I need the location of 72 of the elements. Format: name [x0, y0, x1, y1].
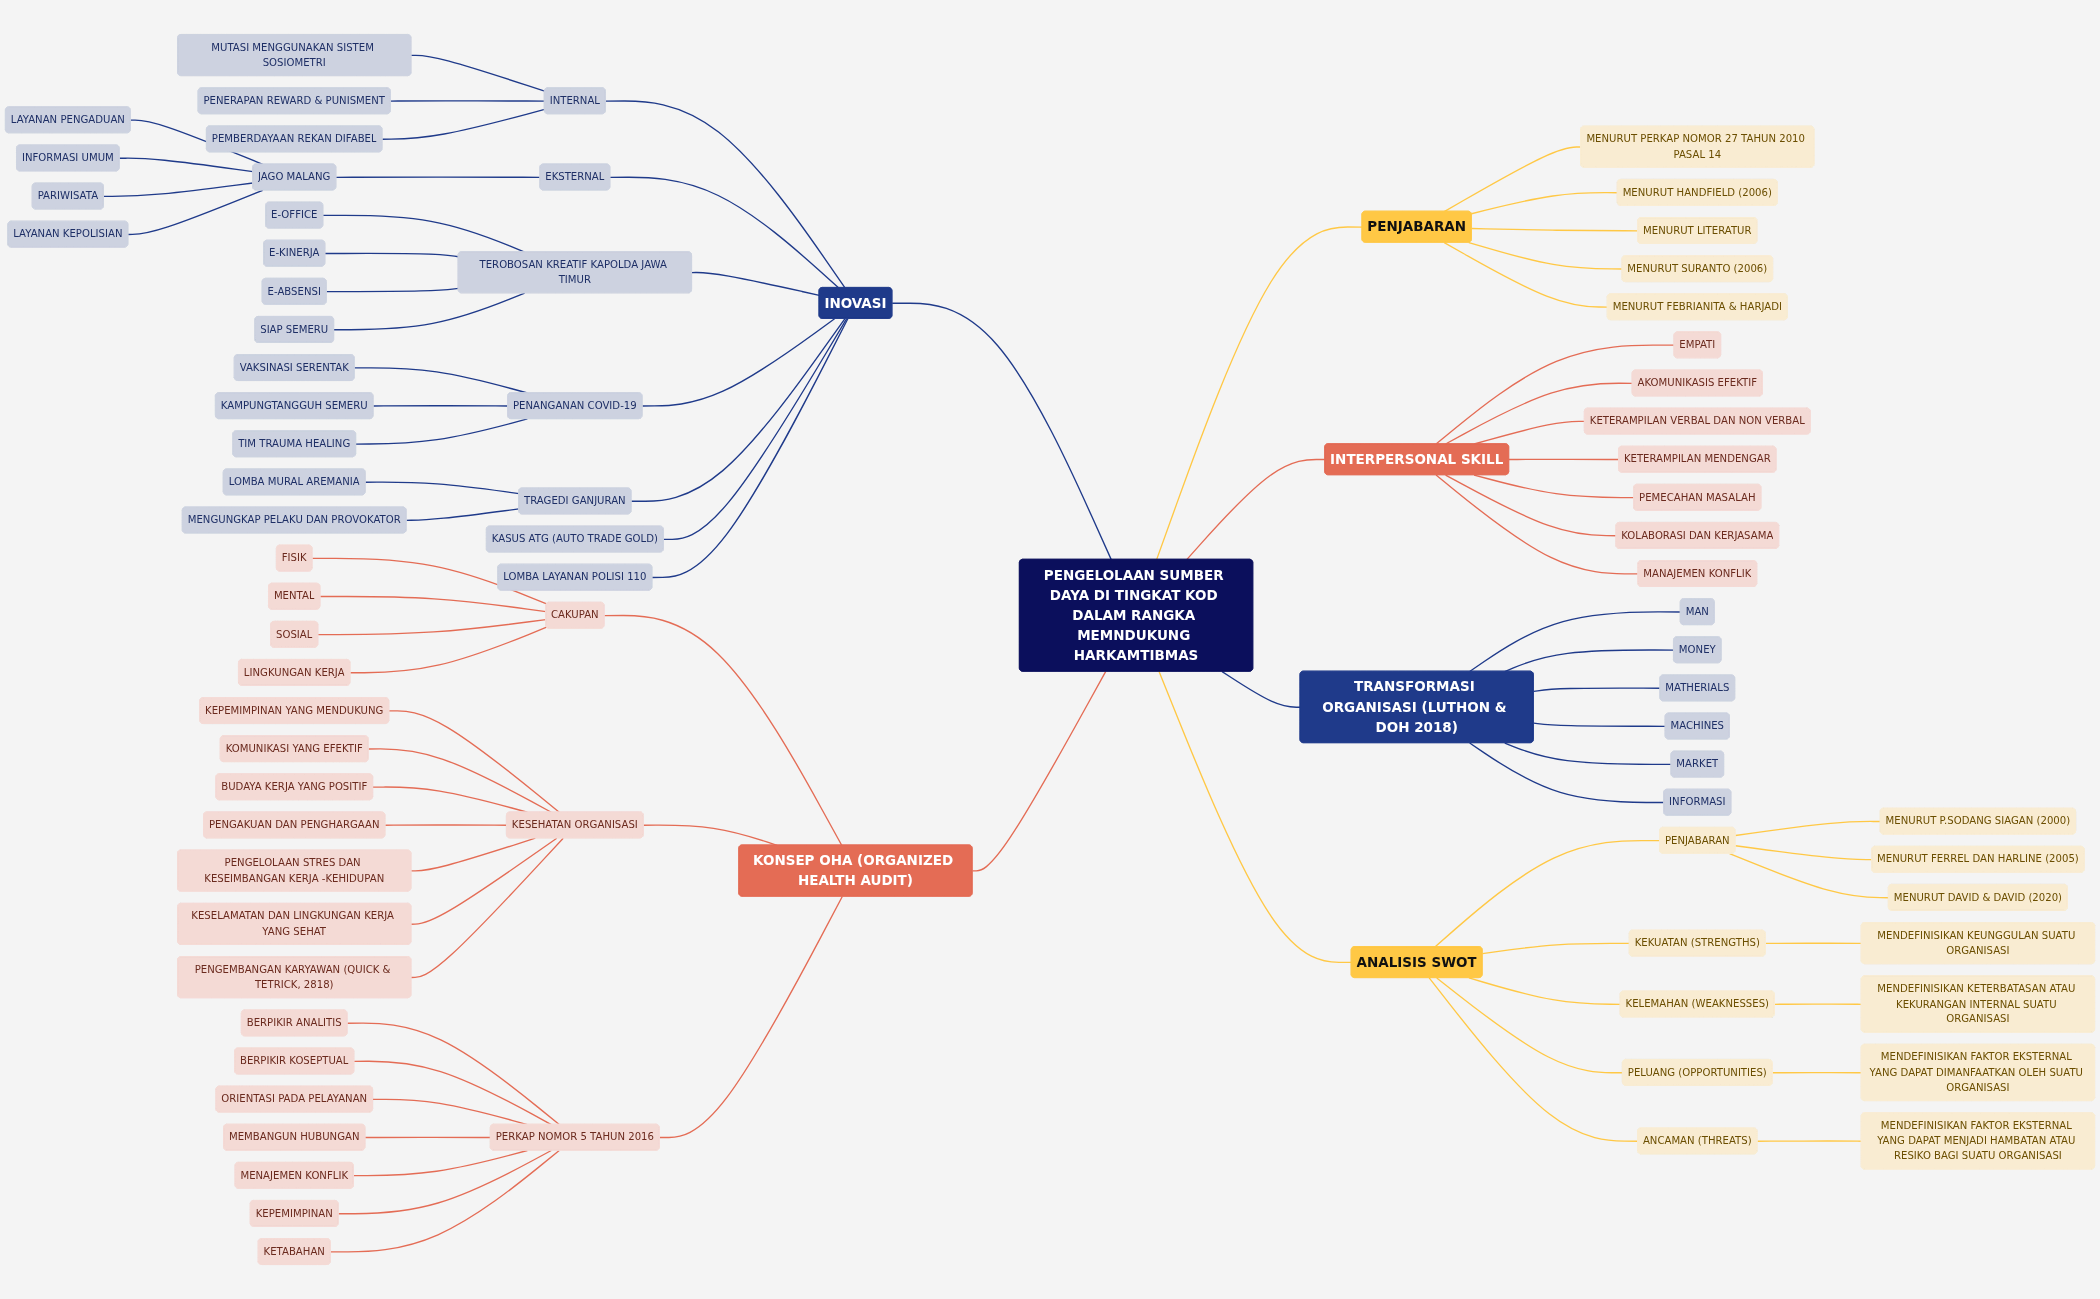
connector — [603, 614, 843, 846]
connector — [1221, 670, 1301, 708]
connector — [367, 748, 552, 813]
connector — [1158, 670, 1353, 964]
connector — [1504, 742, 1672, 766]
connector — [1756, 1140, 1863, 1142]
connector — [325, 287, 460, 293]
connector — [1155, 226, 1363, 561]
connector — [1481, 942, 1631, 955]
connector — [372, 405, 509, 407]
connector — [317, 618, 547, 636]
connector — [127, 189, 264, 236]
connector — [324, 252, 460, 258]
connector — [971, 670, 1107, 872]
connector — [337, 1149, 552, 1215]
connector — [364, 481, 520, 495]
connector — [1469, 742, 1665, 804]
connector — [1504, 649, 1675, 673]
connector — [1443, 241, 1609, 308]
connector — [410, 54, 546, 92]
connector — [1470, 192, 1619, 215]
connector — [410, 837, 536, 872]
connector — [333, 292, 526, 331]
connector — [1774, 1003, 1863, 1005]
connector — [659, 895, 843, 1139]
connector — [1473, 474, 1635, 499]
connector — [1468, 241, 1623, 270]
connector — [1428, 977, 1639, 1142]
connector — [641, 318, 836, 407]
connector — [630, 318, 846, 502]
connector — [1771, 1071, 1863, 1074]
connector — [1436, 977, 1624, 1074]
connector — [662, 318, 848, 541]
connector — [405, 508, 520, 521]
connector — [346, 1022, 560, 1126]
connector — [605, 100, 846, 289]
connector — [353, 1060, 552, 1126]
connector — [1435, 474, 1639, 575]
connector — [388, 710, 560, 813]
connector — [1471, 227, 1639, 232]
connector — [390, 100, 546, 102]
connector — [355, 418, 529, 445]
connector — [381, 108, 546, 140]
connector — [410, 837, 558, 925]
connector — [691, 271, 820, 296]
connector — [891, 302, 1112, 561]
connector — [651, 318, 849, 579]
connector — [1469, 611, 1682, 673]
connector — [1734, 845, 1873, 861]
connector — [1434, 839, 1661, 948]
connector — [384, 824, 508, 826]
connector — [1508, 458, 1620, 461]
connector — [335, 176, 541, 178]
connector — [609, 176, 840, 289]
connector — [1533, 687, 1661, 693]
connector — [410, 837, 564, 979]
connector — [1443, 146, 1582, 213]
connector — [329, 1149, 560, 1253]
connector — [103, 182, 254, 198]
connector — [364, 1136, 492, 1139]
connector — [1444, 474, 1617, 537]
connector — [349, 626, 548, 674]
connector — [1533, 722, 1667, 727]
connector — [1764, 942, 1863, 945]
connector — [1734, 820, 1882, 837]
connector — [311, 557, 548, 605]
connector — [319, 595, 547, 613]
connector — [1468, 977, 1622, 1005]
connector — [1186, 458, 1326, 561]
connector — [1435, 344, 1675, 445]
connector — [1728, 852, 1890, 899]
connector — [118, 157, 254, 173]
